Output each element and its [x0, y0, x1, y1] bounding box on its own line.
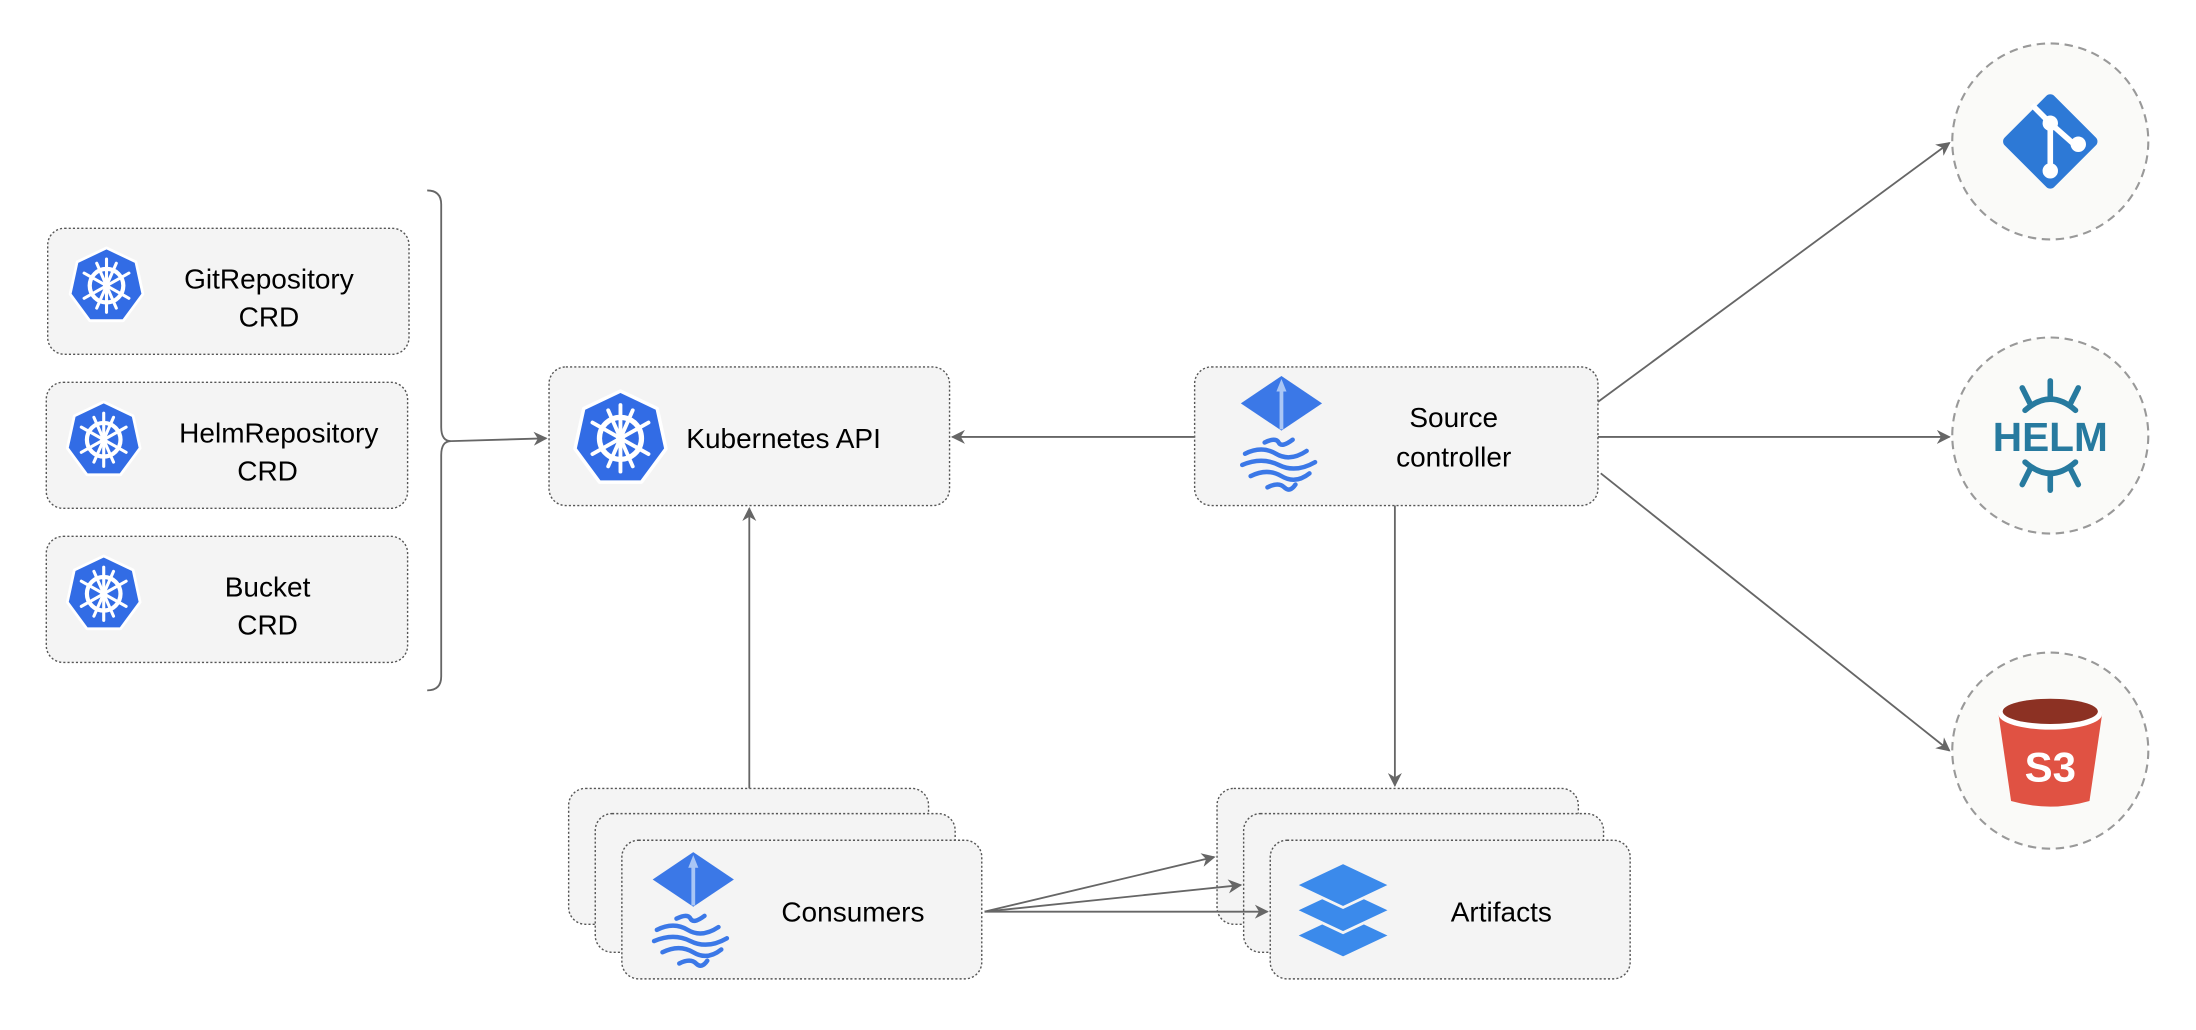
kubernetes-icon — [70, 248, 143, 321]
kubernetes-icon — [67, 402, 140, 475]
source-controller-node[interactable]: Source controller — [1193, 366, 1599, 507]
s3-label: S3 — [2025, 743, 2076, 790]
consumers-node[interactable]: Consumers — [567, 787, 983, 980]
helm-source-node[interactable]: HELM — [1951, 336, 2150, 535]
crd-label: CRD — [237, 609, 298, 640]
git-source-node[interactable] — [1951, 42, 2150, 241]
kubernetes-icon — [67, 556, 140, 629]
kubernetes-api-label: Kubernetes API — [686, 423, 881, 454]
helm-label: HELM — [1993, 414, 2108, 460]
artifacts-node[interactable]: Artifacts — [1216, 787, 1631, 980]
edge-consumers-to-artifacts — [984, 853, 1216, 913]
consumers-label: Consumers — [781, 896, 924, 927]
edge-controller-to-git — [1597, 142, 1951, 403]
git-icon — [2003, 94, 2098, 189]
s3-bucket-icon — [1998, 698, 2103, 807]
edge-controller-to-s3 — [1600, 472, 1951, 752]
crd-label: CRD — [239, 301, 300, 332]
kubernetes-icon — [575, 391, 666, 482]
crd-label: HelmRepository — [179, 418, 378, 449]
edge-crds-to-api — [450, 431, 548, 446]
source-controller-label: controller — [1396, 441, 1511, 472]
crd-label: CRD — [237, 455, 298, 486]
artifacts-label: Artifacts — [1451, 896, 1552, 927]
source-controller-label: Source — [1409, 402, 1498, 433]
kubernetes-api-node[interactable]: Kubernetes API — [548, 366, 951, 507]
bucket-crd-node[interactable]: Bucket CRD — [45, 535, 409, 664]
edge-consumers-to-artifacts — [984, 879, 1243, 913]
layers-icon — [1292, 861, 1394, 960]
crd-label: Bucket — [225, 572, 311, 603]
gitrepository-crd-node[interactable]: GitRepository CRD — [46, 227, 410, 356]
s3-source-node[interactable]: S3 — [1951, 651, 2150, 850]
crd-label: GitRepository — [184, 263, 354, 294]
helm-icon — [2019, 378, 2082, 493]
grouping-brace — [427, 189, 452, 692]
helmrepository-crd-node[interactable]: HelmRepository CRD — [45, 381, 409, 510]
